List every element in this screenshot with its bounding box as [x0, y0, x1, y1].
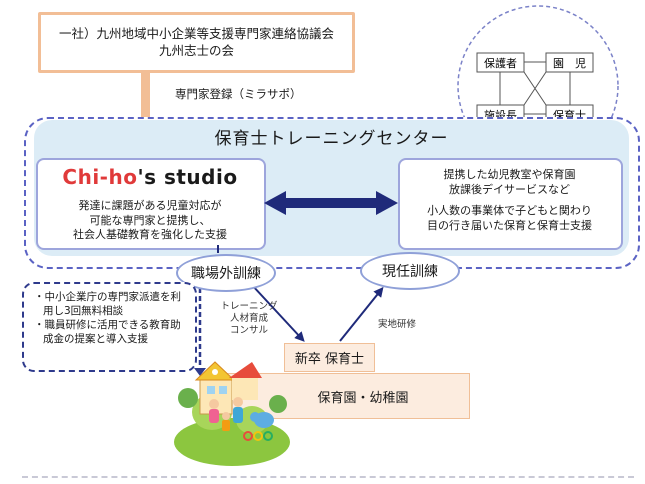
partner-description-line: 提携した幼児教室や保育園 — [443, 168, 576, 181]
child-label: 園 児 — [553, 57, 586, 70]
studio-logo-part1: Chi-ho — [62, 165, 138, 189]
studio-description: 発達に課題がある児童対応が 可能な専門家と提携し、 社会人基礎教育を強化した支援 — [40, 199, 260, 243]
partner-box — [398, 158, 623, 250]
organization-group-name: 九州志士の会 — [158, 43, 234, 58]
support-dashed-arrow-head — [194, 368, 206, 376]
school-label: 保育園・幼稚園 — [317, 391, 409, 406]
partner-description-line: 放課後デイサービスなど — [449, 182, 570, 196]
training-label-line: コンサル — [229, 325, 268, 336]
studio-description-line: 発達に課題がある児童対応が — [78, 199, 222, 212]
support-note-box: ・中小企業庁の専門家派遣を利用し3回無料相談 ・職員研修に活用できる教育助成金の… — [22, 282, 197, 372]
partner-description: 提携した幼児教室や保育園 放課後デイサービスなど 小人数の事業体で子どもと関わり… — [402, 168, 617, 233]
training-label-line: トレーニング — [220, 301, 278, 312]
offjt-to-newgrad-arrow — [251, 284, 305, 342]
registration-label: 専門家登録（ミラサポ） — [175, 87, 302, 101]
studio-box — [36, 158, 266, 250]
partner-description-line: 目の行き届いた保育と保育士支援 — [427, 218, 592, 232]
support-note-list: ・中小企業庁の専門家派遣を利用し3回無料相談 ・職員研修に活用できる教育助成金の… — [24, 284, 195, 346]
offjt-label: 職場外訓練 — [191, 266, 261, 282]
support-note-item: ・中小企業庁の専門家派遣を利用し3回無料相談 — [34, 291, 181, 317]
training-label-line: 人材育成 — [229, 313, 268, 324]
studio-description-line: 社会人基礎教育を強化した支援 — [73, 228, 227, 241]
newgrad-to-ojt-arrow — [339, 286, 384, 342]
bottom-divider — [22, 476, 634, 478]
new-graduate-box: 新卒 保育士 — [284, 343, 375, 372]
guardian-label: 保護者 — [484, 56, 517, 70]
registration-arrow-shaft — [141, 70, 150, 147]
ojt-label: 現任訓練 — [382, 264, 438, 280]
nursery-building-illustration — [174, 361, 290, 466]
partner-description-line: 小人数の事業体で子どもと関わり — [427, 204, 592, 217]
studio-logo: Chi-ho's studio — [50, 165, 250, 189]
training-label: トレーニング 人材育成 コンサル — [214, 301, 284, 337]
studio-logo-part2: 's studio — [137, 165, 238, 189]
support-note-item: ・職員研修に活用できる教育助成金の提案と導入支援 — [34, 319, 181, 345]
ojt-oval: 現任訓練 — [360, 252, 460, 290]
new-graduate-label: 新卒 保育士 — [294, 352, 365, 367]
onsite-training-label: 実地研修 — [378, 319, 417, 330]
partnership-double-arrow — [264, 191, 398, 215]
organization-box: 一社）九州地域中小企業等支援専門家連絡協議会 九州志士の会 — [38, 12, 355, 73]
training-center-title: 保育士トレーニングセンター — [214, 129, 449, 149]
studio-description-line: 可能な専門家と提携し、 — [89, 213, 211, 227]
organization-name: 一社）九州地域中小企業等支援専門家連絡協議会 — [58, 26, 334, 41]
